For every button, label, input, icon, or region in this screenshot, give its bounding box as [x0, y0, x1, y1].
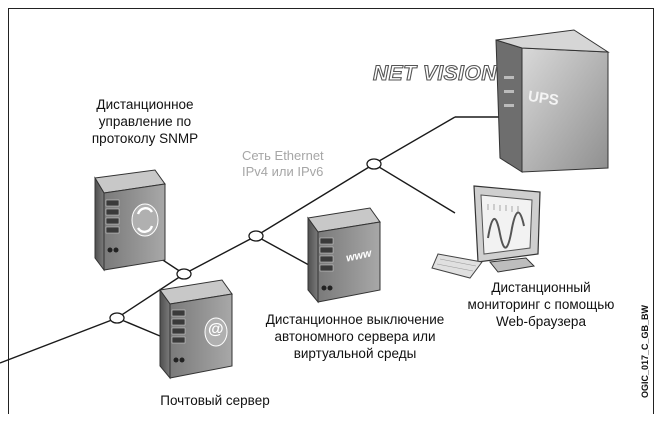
network-label-line: Сеть Ethernet	[242, 148, 324, 163]
link-web	[373, 163, 456, 214]
snmp-server	[94, 169, 166, 272]
diagram-frame	[8, 8, 654, 414]
backbone-line	[0, 116, 456, 364]
ups-device	[495, 29, 610, 173]
mail-label-line: Почтовый сервер	[160, 393, 270, 408]
node	[176, 268, 192, 280]
snmp-label-line: управление по	[98, 114, 192, 129]
www-server	[307, 207, 381, 304]
net-vision-logo: NET VISION	[372, 61, 498, 85]
web-label-line: Дистанционный	[491, 280, 591, 295]
snmp-label-line: протоколу SNMP	[91, 131, 199, 146]
snmp-label-line: Дистанционное	[96, 97, 194, 112]
shutdown-label-line: Дистанционное выключение	[265, 312, 445, 327]
link-mail	[116, 317, 161, 337]
node	[109, 312, 125, 324]
shutdown-label-line: автономного сервера или	[274, 329, 436, 344]
snmp-label: Дистанционное управление по протоколу SN…	[80, 96, 210, 147]
shutdown-label-line: виртуальной среды	[293, 346, 417, 361]
web-monitor	[431, 185, 541, 279]
mail-server	[159, 279, 233, 380]
network-label-line: IPv4 или IPv6	[242, 164, 324, 179]
web-label-line: Web-браузера	[496, 314, 586, 329]
figure-code: OGIC_017_C_GB_BW	[640, 304, 650, 398]
network-nodes	[109, 158, 382, 324]
web-monitoring-label: Дистанционный мониторинг с помощью Web-б…	[466, 279, 616, 330]
web-label-line: мониторинг с помощью	[467, 297, 615, 312]
node	[366, 158, 382, 170]
email-icon: @	[208, 321, 224, 338]
node	[248, 230, 264, 242]
mail-server-label: Почтовый сервер	[150, 392, 280, 409]
network-label: Сеть Ethernet IPv4 или IPv6	[242, 148, 324, 180]
shutdown-label: Дистанционное выключение автономного сер…	[255, 311, 455, 362]
